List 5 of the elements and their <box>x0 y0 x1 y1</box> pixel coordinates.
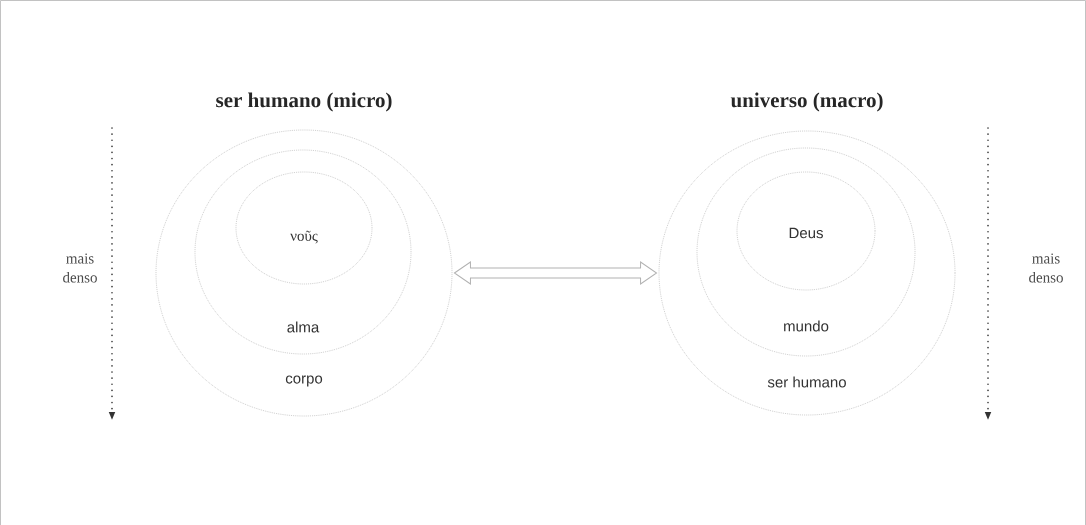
side-note: mais denso <box>1029 253 1063 283</box>
heading: ser humano (micro) <box>216 92 392 112</box>
side-note: mais denso <box>63 253 97 283</box>
heading: universo (macro) <box>730 92 883 112</box>
double-arrow <box>453 261 658 285</box>
